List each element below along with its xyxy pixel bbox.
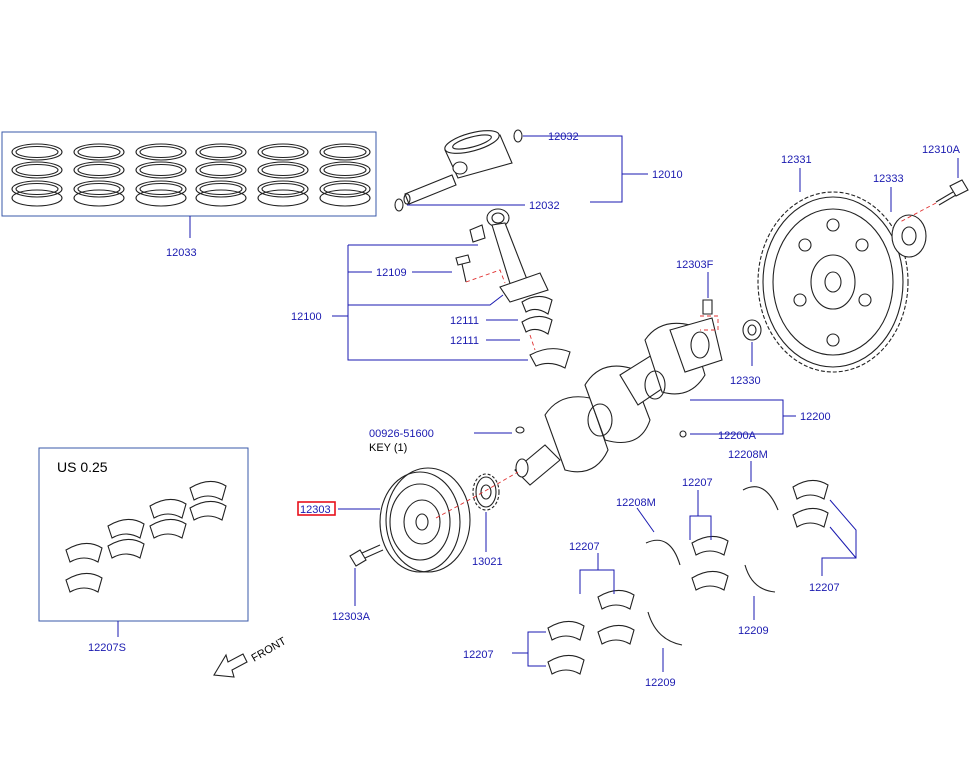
part-label-13021[interactable]: 13021 [472,556,503,568]
part-label-12200[interactable]: 12200 [800,411,831,423]
part-label-12207-right[interactable]: 12207 [809,582,840,594]
part-label-12208M-left[interactable]: 12208M [616,497,656,509]
front-label: FRONT [250,635,289,664]
key-label: KEY (1) [369,442,407,454]
dowel-pin-icon [702,299,713,315]
part-label-12207-center[interactable]: 12207 [569,541,600,553]
part-label-12209-left[interactable]: 12209 [645,677,676,689]
part-label-12207-left[interactable]: 12207 [463,649,494,661]
flywheel-bolt-icon [935,179,969,206]
part-label-12200A[interactable]: 12200A [718,430,757,442]
undersize-label: US 0.25 [57,459,108,475]
crank-pulley-icon [379,467,471,573]
part-label-12207S[interactable]: 12207S [88,642,126,654]
piston-rings-box [1,131,377,217]
part-label-12330[interactable]: 12330 [730,375,761,387]
undersize-bearings-box [38,447,249,622]
part-label-12100[interactable]: 12100 [291,311,322,323]
pilot-bushing-icon [742,319,762,341]
part-label-12333[interactable]: 12333 [873,173,904,185]
part-label-12111-upper[interactable]: 12111 [450,315,479,327]
main-bearings-group [547,479,829,675]
part-label-12033[interactable]: 12033 [166,247,197,259]
piston-rings-group [11,143,371,207]
part-label-12331[interactable]: 12331 [781,154,812,166]
part-label-12207-center-right[interactable]: 12207 [682,477,713,489]
part-label-12208M-right[interactable]: 12208M [728,449,768,461]
plate-icon [891,214,927,258]
crank-sprocket-icon [472,473,500,511]
undersize-bearings-group [65,480,227,593]
part-label-12303F[interactable]: 12303F [676,259,714,271]
key-icon [515,426,525,434]
part-label-12032-bottom[interactable]: 12032 [529,200,560,212]
part-label-12111-lower[interactable]: 12111 [450,335,479,347]
part-label-12310A[interactable]: 12310A [922,144,961,156]
part-label-12303[interactable]: 12303 [300,504,331,516]
part-label-00926-51600[interactable]: 00926-51600 [369,428,434,440]
front-arrow-icon [213,653,248,678]
flywheel-icon [757,191,909,373]
part-label-12032-top[interactable]: 12032 [548,131,579,143]
piston-icon [394,129,523,212]
part-label-12109[interactable]: 12109 [376,267,407,279]
part-label-12010[interactable]: 12010 [652,169,683,181]
part-label-12303A[interactable]: 12303A [332,611,371,623]
pulley-bolt-icon [349,544,384,567]
crankshaft-icon [514,317,723,486]
connecting-rod-icon [455,208,571,369]
highlight-box-12303 [297,501,336,516]
part-label-12209-right[interactable]: 12209 [738,625,769,637]
